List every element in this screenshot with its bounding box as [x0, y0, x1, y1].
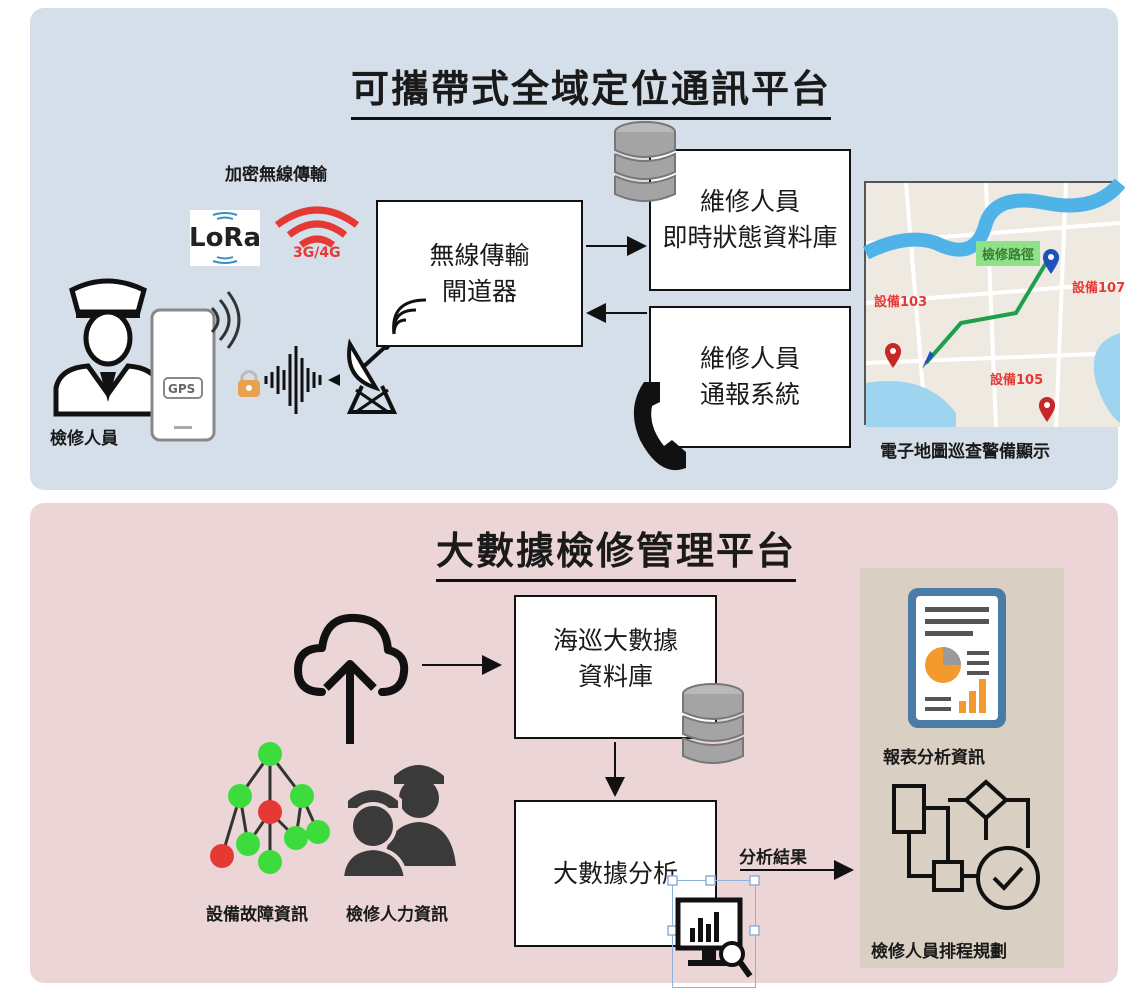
wireless-gateway-box: 無線傳輸 閘道器 [376, 200, 583, 347]
gateway-line2: 閘道器 [441, 276, 517, 306]
lora-signal-bottom-icon [212, 256, 238, 264]
report-system-box: 維修人員 通報系統 [649, 306, 851, 448]
map-label-device-103: 設備103 [874, 295, 928, 310]
map-pin-blue-icon [1042, 249, 1060, 274]
cellular-signal-icon [274, 206, 360, 248]
status-db-line1: 維修人員 [699, 187, 800, 216]
phone-signal-icon [210, 291, 241, 349]
report-system-line1: 維修人員 [699, 344, 800, 373]
map-route-label: 檢修路徑 [976, 241, 1041, 266]
gps-phone-icon [150, 308, 216, 442]
schedule-flowchart-icon [892, 779, 1040, 910]
map-pin-red-icon [884, 343, 902, 368]
lora-logo: LoRa [189, 210, 261, 266]
selection-handles [667, 875, 760, 936]
gps-label: GPS [168, 382, 196, 396]
gateway-signal-icon [392, 298, 427, 335]
workers-icon [339, 765, 456, 880]
status-db-line2: 即時狀態資料庫 [662, 223, 838, 252]
analysis-line1: 大數據分析 [552, 858, 678, 888]
patrol-map: 設備103 設備107 設備105 檢修路徑 [862, 178, 1125, 428]
bigdata-db-line1: 海巡大數據 [552, 626, 678, 655]
fault-info-label: 設備故障資訊 [206, 905, 308, 925]
maintenance-platform-title: 大數據檢修管理平台 [436, 520, 797, 582]
report-document-icon [908, 588, 1006, 728]
bigdata-db-line2: 資料庫 [577, 662, 653, 691]
schedule-planning-label: 檢修人員排程規劃 [871, 942, 1007, 962]
analytics-monitor-icon [675, 897, 753, 978]
lora-signal-icon [212, 212, 238, 220]
report-analysis-label: 報表分析資訊 [883, 748, 985, 768]
manpower-info-label: 檢修人力資訊 [346, 905, 448, 925]
inspector-label: 檢修人員 [50, 429, 118, 449]
database-icon [614, 121, 676, 202]
lora-text: LoRa [189, 223, 261, 253]
bigdata-database-icon [682, 683, 744, 764]
status-database-box: 維修人員 即時狀態資料庫 [649, 149, 851, 291]
map-caption: 電子地圖巡查警備顯示 [880, 442, 1050, 462]
lock-icon [238, 370, 260, 397]
inspector-icon [53, 278, 163, 417]
bigdata-database-box: 海巡大數據 資料庫 [514, 595, 717, 739]
sound-wave-icon [264, 346, 340, 414]
telephone-icon [633, 382, 686, 471]
map-label-device-105: 設備105 [990, 373, 1044, 388]
map-label-device-107: 設備107 [1072, 281, 1125, 296]
cellular-label: 3G/4G [293, 245, 341, 261]
map-background [862, 178, 1125, 428]
gateway-line1: 無線傳輸 [429, 240, 530, 270]
encrypted-transmission-label: 加密無線傳輸 [225, 165, 327, 185]
fault-tree-icon [210, 742, 330, 874]
analysis-result-label: 分析結果 [739, 848, 807, 868]
bigdata-analysis-box: 大數據分析 [514, 800, 717, 947]
report-system-line2: 通報系統 [699, 380, 800, 409]
satellite-dish-icon [346, 338, 398, 414]
map-pin-red-2-icon [1038, 397, 1056, 422]
positioning-platform-title: 可攜帶式全域定位通訊平台 [351, 58, 832, 120]
cloud-upload-icon [294, 613, 409, 744]
